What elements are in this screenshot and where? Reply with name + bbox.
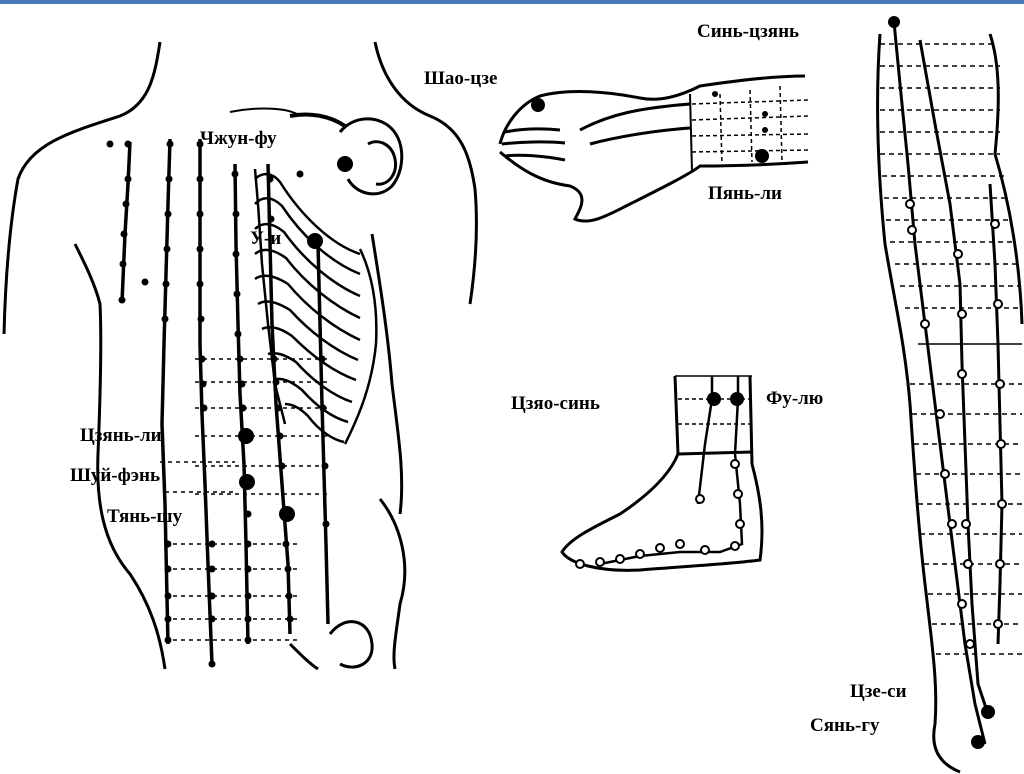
label-jie-xi: Цзе-си <box>850 681 907 702</box>
foot-meridians <box>600 376 742 564</box>
label-jiao-xin: Цзяо-синь <box>511 393 600 414</box>
hand-grid <box>692 86 808 164</box>
torso-meridians <box>122 139 328 664</box>
label-tian-shu: Тянь-шу <box>107 506 183 527</box>
label-fu-liu: Фу-лю <box>766 388 823 409</box>
label-zhong-fu: Чжун-фу <box>200 128 277 149</box>
label-shui-fen: Шуй-фэнь <box>70 465 160 486</box>
leg-meridians <box>894 22 1002 744</box>
label-xian-gu: Сянь-гу <box>810 715 880 736</box>
label-xin-jian: Синь-цзянь <box>697 21 799 42</box>
meridian-figure: Чжун-фу У-и Цзянь-ли Шуй-фэнь Тянь-шу Ша… <box>0 4 1024 774</box>
label-u-i: У-и <box>250 228 281 249</box>
hand-points <box>531 91 769 163</box>
label-pian-li: Пянь-ли <box>708 183 782 204</box>
label-jian-li: Цзянь-ли <box>80 425 162 446</box>
label-shao-ze: Шао-цзе <box>424 68 497 89</box>
